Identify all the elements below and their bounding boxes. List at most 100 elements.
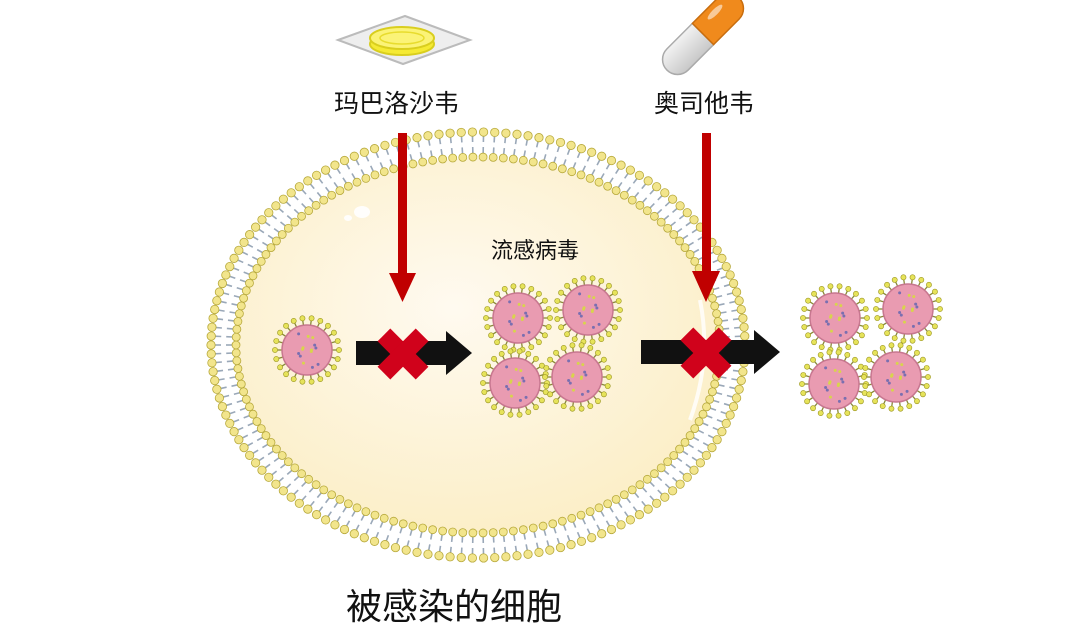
lipid-head (479, 554, 487, 562)
lipid-head (240, 294, 248, 302)
lipid-head (402, 546, 410, 554)
lipid-head (446, 553, 454, 561)
lipid-head (491, 553, 499, 561)
lipid-head (413, 133, 421, 141)
lipid-head (643, 207, 651, 215)
lipid-head (535, 548, 543, 556)
lipid-head (513, 552, 521, 560)
lipid-head (598, 152, 606, 160)
lipid-head (617, 161, 625, 169)
lipid-head (567, 141, 575, 149)
lipid-head (691, 257, 699, 265)
lipid-head (714, 317, 722, 325)
lipid-head (546, 136, 554, 144)
lipid-head (340, 156, 348, 164)
lipid-head (272, 202, 280, 210)
lipid-head (558, 517, 566, 525)
lipid-head (233, 357, 241, 365)
lipid-head (449, 528, 457, 536)
lipid-head (258, 466, 266, 474)
lipid-head (676, 202, 684, 210)
lipid-head (232, 349, 240, 357)
lipid-head (556, 138, 564, 146)
lipid-head (449, 154, 457, 162)
lipid-head (535, 133, 543, 141)
lipid-head (409, 160, 417, 168)
lipid-head (739, 314, 747, 322)
lipid-head (211, 305, 219, 313)
lipid-head (240, 238, 248, 246)
lipid-head (218, 279, 226, 287)
drug-label-baloxavir: 玛巴洛沙韦 (334, 84, 459, 120)
lipid-head (242, 287, 250, 295)
lipid-head (424, 132, 432, 140)
lipid-head (703, 403, 711, 411)
lipid-head (284, 224, 292, 232)
lipid-head (519, 156, 527, 164)
lipid-head (446, 129, 454, 137)
lipid-head (502, 553, 510, 561)
lipid-head (298, 212, 306, 220)
lipid-head (234, 365, 242, 373)
lipid-head (279, 487, 287, 495)
lipid-head (235, 246, 243, 254)
lipid-head (732, 394, 740, 402)
lipid-head (251, 459, 259, 467)
lipid-head (207, 332, 215, 340)
lipid-head (726, 271, 734, 279)
lipid-head (336, 495, 344, 503)
lipid-head (328, 191, 336, 199)
lipid-head (336, 187, 344, 195)
lipid-head (740, 323, 748, 331)
lipid-head (468, 554, 476, 562)
lipid-head (577, 511, 585, 519)
lipid-head (350, 530, 358, 538)
lipid-head (489, 529, 497, 537)
lipid-head (628, 486, 636, 494)
lipid-head (257, 257, 265, 265)
lipid-head (340, 525, 348, 533)
lipid-head (278, 230, 286, 238)
lipid-head (546, 546, 554, 554)
lipid-head (676, 445, 684, 453)
lipid-head (468, 128, 476, 136)
lipid-head (636, 481, 644, 489)
lipid-head (499, 528, 507, 536)
lipid-head (230, 254, 238, 262)
lipid-head (242, 395, 250, 403)
lipid-head (558, 165, 566, 173)
lipid-head (568, 514, 576, 522)
lipid-head (690, 466, 698, 474)
lipid-head (644, 177, 652, 185)
lipid-head (681, 438, 689, 446)
lipid-head (620, 191, 628, 199)
lipid-head (549, 520, 557, 528)
lipid-head (643, 475, 651, 483)
lipid-head (735, 385, 743, 393)
lipid-head (650, 470, 658, 478)
lipid-head (245, 279, 253, 287)
lipid-head (279, 195, 287, 203)
lipid-head (741, 332, 749, 340)
lipid-head (291, 464, 299, 472)
lipid-head (235, 310, 243, 318)
lipid-head (626, 516, 634, 524)
lipid-head (284, 458, 292, 466)
lipid-head (635, 171, 643, 179)
lipid-head (287, 189, 295, 197)
lipid-head (245, 451, 253, 459)
lipid-head (291, 218, 299, 226)
lipid-head (729, 279, 737, 287)
lipid-head (321, 166, 329, 174)
lipid-head (620, 491, 628, 499)
lipid-head (208, 359, 216, 367)
lipid-head (459, 529, 467, 537)
lipid-head (380, 514, 388, 522)
lipid-head (240, 443, 248, 451)
virus-particle (861, 343, 930, 412)
lipid-head (577, 171, 585, 179)
lipid-head (567, 540, 575, 548)
virus-particle (873, 275, 942, 344)
lipid-head (350, 152, 358, 160)
